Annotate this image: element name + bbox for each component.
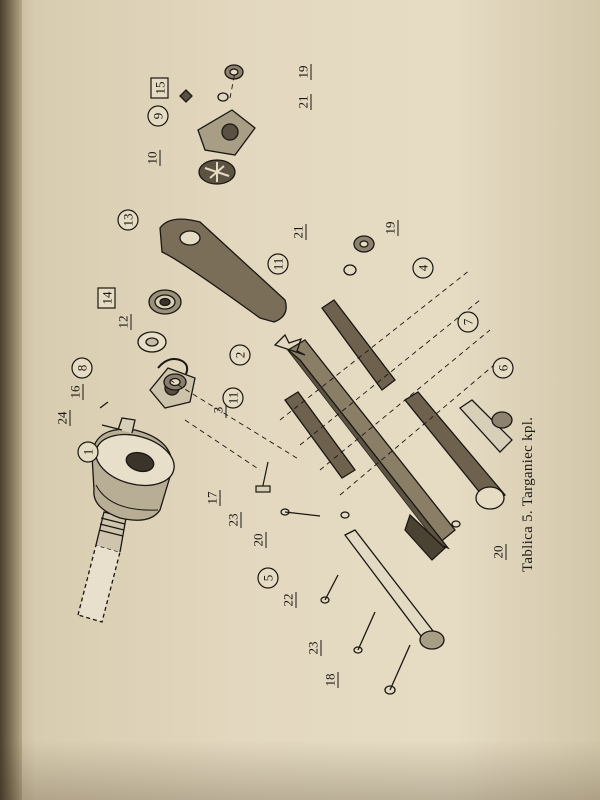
part-label-text: 11 <box>226 392 241 405</box>
part-label-14: 14 <box>97 287 116 309</box>
part-label-text: 1 <box>81 449 96 456</box>
part-10-rotor <box>198 159 236 185</box>
part-7-fork <box>459 399 513 453</box>
part-label-text: 6 <box>496 364 511 371</box>
part-label-text: 9 <box>151 113 166 120</box>
pin-24 <box>101 424 123 431</box>
part-label-22: 22 <box>281 592 297 608</box>
washer-20-lower <box>451 520 461 528</box>
part-21-washer <box>343 264 357 276</box>
part-label-text: 3 <box>211 407 226 414</box>
part-label-10: 10 <box>145 150 161 166</box>
part-label-text: 21 <box>296 96 311 109</box>
part-label-text: 13 <box>121 214 136 227</box>
part-label-3: 3 <box>211 402 227 418</box>
part-labels: 1234567891011111213141516171819192020212… <box>55 64 514 688</box>
part-label-13: 13 <box>117 209 139 231</box>
part-label-18: 18 <box>323 672 339 688</box>
part-label-21: 21 <box>291 224 307 240</box>
part-label-11: 11 <box>267 253 289 275</box>
part-1-hub <box>91 417 175 521</box>
part-label-21: 21 <box>296 94 312 110</box>
part-label-text: 22 <box>281 594 296 607</box>
part-label-5: 5 <box>257 567 279 589</box>
part-2-beam <box>287 339 456 561</box>
part-label-6: 6 <box>492 357 514 379</box>
part-label-text: 19 <box>296 66 311 79</box>
part-label-19: 19 <box>296 64 312 80</box>
part-4-plate <box>404 391 506 510</box>
part-label-20: 20 <box>251 532 267 548</box>
part-21-washer-top <box>217 92 229 102</box>
part-label-23: 23 <box>306 640 322 656</box>
part-label-text: 24 <box>55 411 70 425</box>
part-label-text: 12 <box>116 316 131 329</box>
part-label-text: 5 <box>261 575 276 582</box>
part-label-text: 8 <box>75 365 90 372</box>
part-label-24: 24 <box>55 410 71 426</box>
part-label-2: 2 <box>229 344 251 366</box>
shaft-part <box>77 511 127 623</box>
part-13-arm <box>159 218 287 323</box>
part-label-20: 20 <box>491 544 507 560</box>
page-shadow <box>0 740 600 800</box>
bolt-16 <box>99 401 109 409</box>
part-label-15: 15 <box>150 77 169 99</box>
part-label-text: 16 <box>68 385 83 399</box>
bolt-22 <box>320 574 339 604</box>
part-14-bearing <box>148 289 182 315</box>
assembly-arrow <box>273 333 306 356</box>
part-15-nipple <box>179 89 193 103</box>
part-label-text: 11 <box>271 258 286 271</box>
page-binding-shadow <box>0 0 22 800</box>
part-label-text: 18 <box>323 674 338 687</box>
bolt-23-upper <box>280 508 321 517</box>
part-label-9: 9 <box>147 105 169 127</box>
part-label-19: 19 <box>383 220 399 236</box>
part-label-11: 11 <box>222 387 244 409</box>
part-11-plate-lower <box>284 391 356 479</box>
part-label-16: 16 <box>68 384 84 400</box>
part-6-nut <box>491 411 513 429</box>
part-label-7: 7 <box>457 311 479 333</box>
part-label-text: 15 <box>153 82 168 95</box>
part-label-text: 17 <box>205 491 220 505</box>
part-label-text: 23 <box>306 642 321 655</box>
part-label-text: 20 <box>251 534 266 547</box>
part-label-text: 21 <box>291 226 306 239</box>
bolt-23-lower <box>353 611 376 654</box>
figure-caption: Tablica 5. Targaniec kpl. <box>520 416 536 572</box>
part-label-text: 14 <box>100 291 115 305</box>
part-9-housing <box>197 109 256 156</box>
part-label-text: 4 <box>416 264 431 271</box>
part-label-text: 20 <box>491 546 506 559</box>
part-label-text: 2 <box>233 352 248 359</box>
part-label-17: 17 <box>205 490 221 506</box>
bolt-18 <box>384 644 411 695</box>
part-label-23: 23 <box>226 512 242 528</box>
part-5-arm <box>344 529 445 650</box>
part-label-text: 19 <box>383 222 398 235</box>
washer-20-upper <box>340 511 350 519</box>
part-label-text: 10 <box>145 152 160 165</box>
part-label-text: 7 <box>461 318 476 325</box>
part-label-8: 8 <box>71 357 93 379</box>
part-label-4: 4 <box>412 257 434 279</box>
part-label-text: 23 <box>226 514 241 527</box>
part-11-plate-upper <box>321 299 396 391</box>
bolt-17 <box>255 461 271 493</box>
part-label-12: 12 <box>116 314 132 330</box>
part-label-1: 1 <box>77 441 99 463</box>
